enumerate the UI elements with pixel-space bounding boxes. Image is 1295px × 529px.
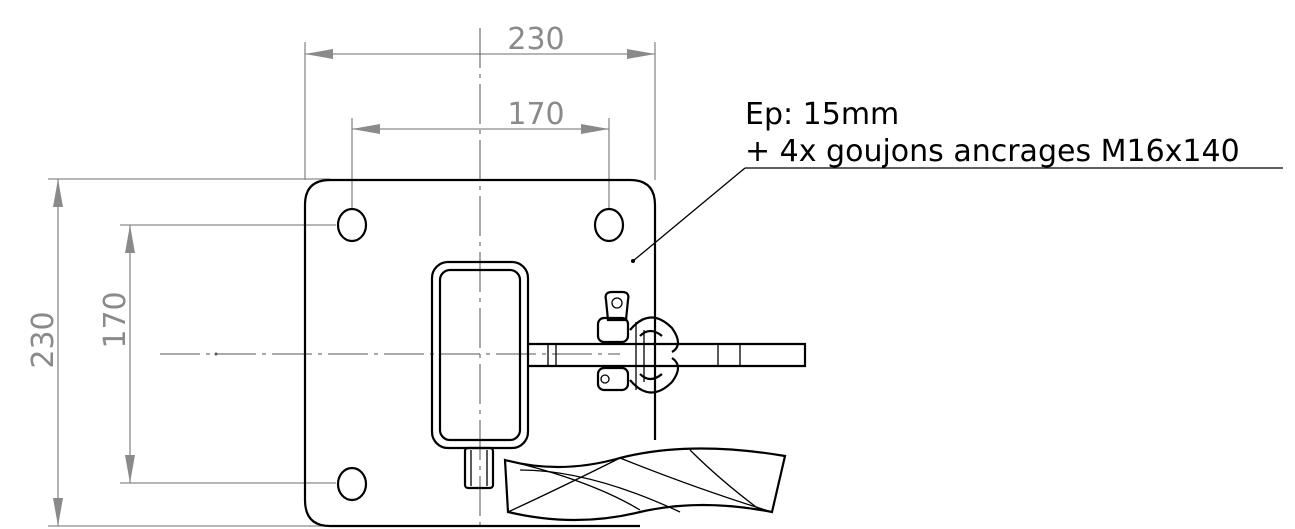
note: Ep: 15mm + 4x goujons ancrages M16x140 (745, 97, 1240, 169)
handle-shaft (528, 342, 807, 368)
dimension-plate-height: 230 (26, 178, 330, 527)
dimension-text-plate-width: 230 (507, 22, 564, 57)
dimension-hole-spacing-horizontal: 170 (351, 97, 610, 208)
anchor-hole-top-left (336, 207, 368, 243)
dimension-text-hole-spacing-horizontal: 170 (507, 97, 564, 132)
dimension-text-plate-height: 230 (26, 311, 61, 368)
base-plate (303, 178, 657, 528)
leader-dot (631, 259, 635, 263)
pivot-assembly (596, 290, 680, 394)
anchor-hole-top-right (593, 207, 625, 243)
anchor-hole-bottom-left (336, 466, 368, 502)
bottom-stub (463, 446, 495, 490)
anchor-holes (336, 207, 625, 502)
note-leader (631, 167, 1283, 263)
dimension-text-hole-spacing-vertical: 170 (98, 291, 133, 348)
dimension-hole-spacing-vertical: 170 (98, 224, 336, 484)
twisted-lever (503, 447, 787, 522)
centerlines (160, 28, 620, 529)
note-thickness: Ep: 15mm (745, 97, 899, 132)
centerline-origin-dot (214, 352, 218, 356)
note-anchors: + 4x goujons ancrages M16x140 (745, 134, 1240, 169)
